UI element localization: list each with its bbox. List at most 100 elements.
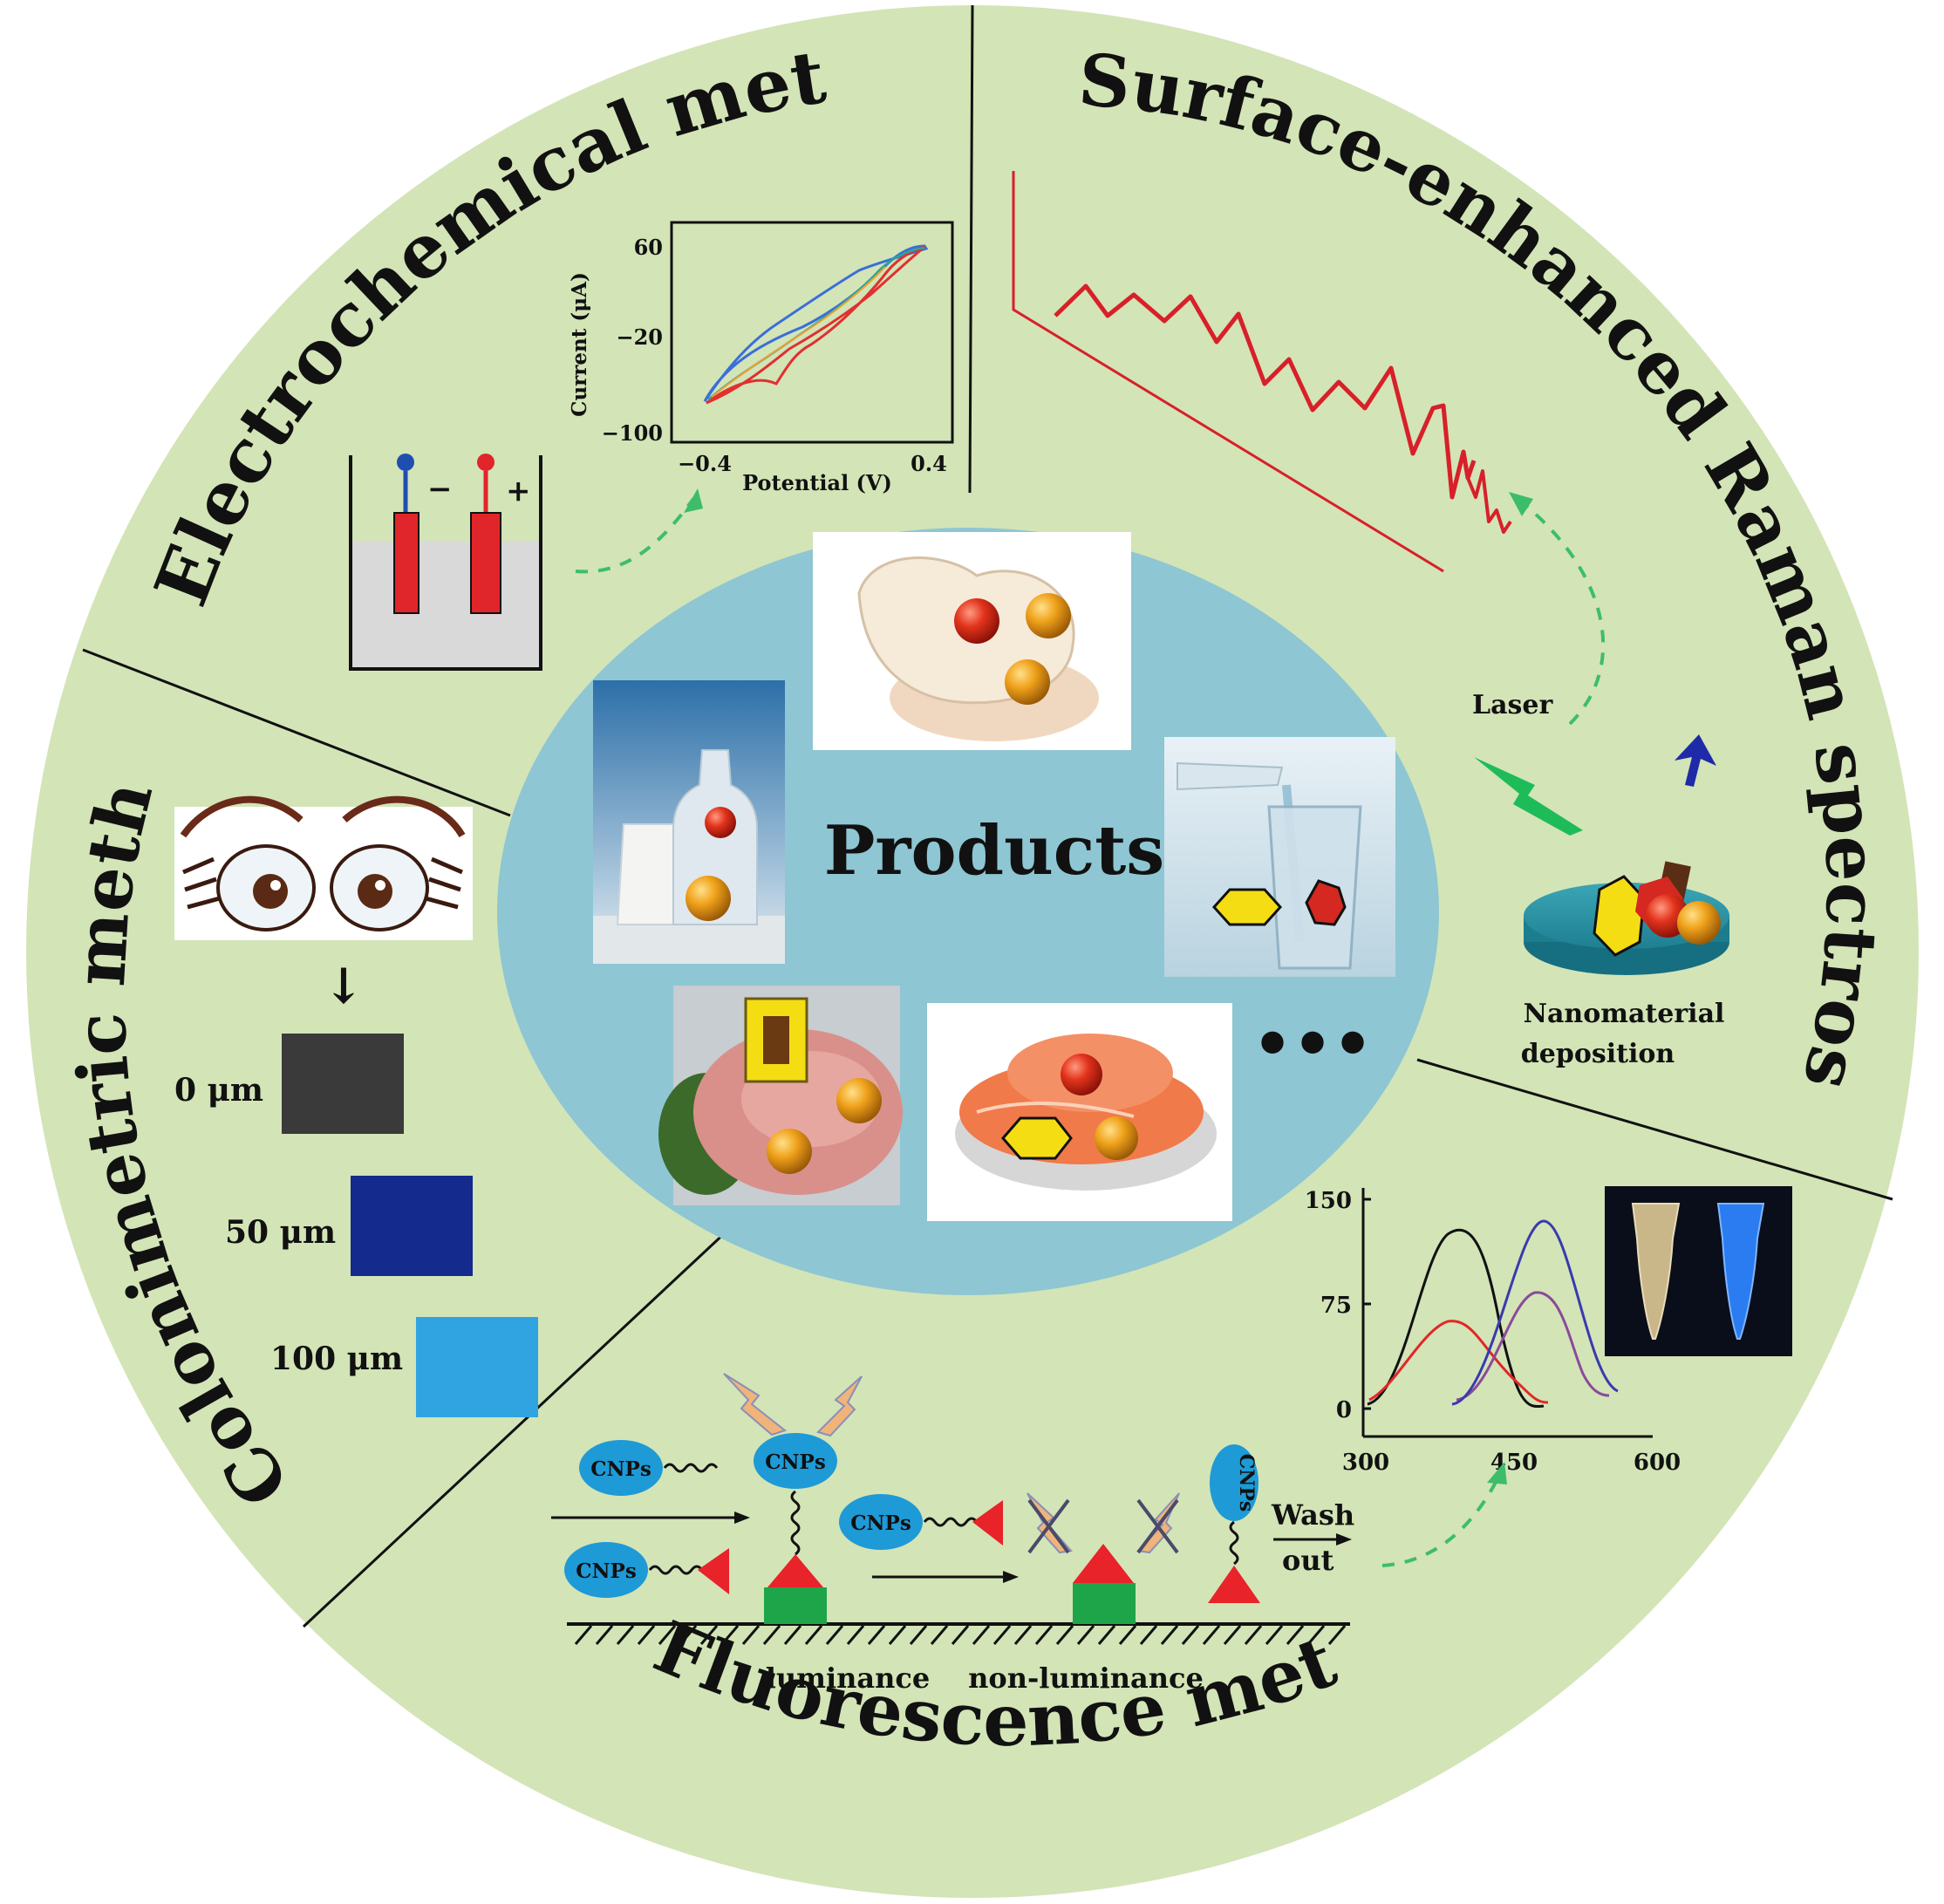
hatch-mark bbox=[762, 1625, 781, 1645]
emission-curve-purple bbox=[1456, 1291, 1610, 1402]
swatch-label-1: 50 μm bbox=[225, 1214, 336, 1251]
fl-ytick-75: 75 bbox=[1320, 1293, 1352, 1319]
aptamer-triangle-1 bbox=[698, 1548, 729, 1594]
cnp-free-1 bbox=[579, 1440, 663, 1496]
cnp-free-1-label: CNPs bbox=[590, 1457, 651, 1481]
aptamer-triangle-bound bbox=[767, 1554, 823, 1587]
dashed-arrow-electro bbox=[575, 497, 695, 574]
hatch-mark bbox=[867, 1625, 886, 1645]
arrowhead-sers bbox=[1509, 492, 1533, 516]
divider-left-upper bbox=[82, 648, 511, 817]
hatch-mark bbox=[1286, 1625, 1305, 1645]
hatch-mark bbox=[972, 1625, 991, 1645]
swatch-label-0: 0 μm bbox=[174, 1072, 263, 1109]
hatch-mark bbox=[1181, 1625, 1200, 1645]
dashed-arrow-sers bbox=[1516, 497, 1606, 726]
fluorescence-spectrum-graph: 150 75 0 300 450 600 bbox=[1305, 1188, 1681, 1476]
dashed-arrow-fluor bbox=[1381, 1473, 1502, 1567]
electrode-negative bbox=[393, 512, 419, 614]
flash-left-icon bbox=[723, 1373, 788, 1437]
cv-ytick-minus20: −20 bbox=[616, 324, 663, 350]
hatch-mark bbox=[616, 1625, 635, 1645]
divider-top bbox=[968, 4, 974, 494]
products-label: Products bbox=[824, 811, 1164, 891]
cv-graph: 60 −20 −100 Current (μA) −0.4 0.4 Potent… bbox=[568, 221, 954, 495]
cv-curve-red bbox=[706, 245, 925, 405]
hatch-mark bbox=[1244, 1625, 1263, 1645]
wash-label-line1: Wash bbox=[1271, 1498, 1354, 1532]
pad-orange-ball-icon bbox=[1677, 901, 1721, 945]
tube-clear-icon bbox=[1631, 1203, 1681, 1340]
eyes-cartoon bbox=[174, 795, 473, 940]
hatch-mark bbox=[1013, 1625, 1033, 1645]
hatch-mark bbox=[930, 1625, 949, 1645]
swatch-label-2: 100 μm bbox=[270, 1341, 403, 1377]
target-block-1 bbox=[764, 1587, 827, 1624]
electrode-negative-terminal bbox=[397, 454, 414, 471]
fl-ytick-0: 0 bbox=[1336, 1397, 1352, 1423]
hatch-mark bbox=[1139, 1625, 1158, 1645]
cv-xlabel: Potential (V) bbox=[742, 470, 892, 495]
flash-crossed-1-icon bbox=[1027, 1492, 1073, 1554]
nanomaterial-pad bbox=[1524, 861, 1729, 975]
hatch-mark bbox=[720, 1625, 740, 1645]
divider-left-lower bbox=[302, 1228, 730, 1628]
substrate-hatching bbox=[574, 1625, 1347, 1645]
cnp-aptamer-2-label: CNPs bbox=[850, 1512, 911, 1535]
cnp-aptamer-1-label: CNPs bbox=[576, 1559, 637, 1583]
hatch-mark bbox=[699, 1625, 719, 1645]
non-luminance-label: non-luminance bbox=[968, 1662, 1204, 1695]
cv-ylabel: Current (μA) bbox=[568, 272, 591, 417]
cv-curve-blue bbox=[703, 244, 929, 402]
hatch-mark bbox=[1202, 1625, 1221, 1645]
hatch-mark bbox=[1034, 1625, 1054, 1645]
aptamer-triangle-2 bbox=[972, 1500, 1003, 1546]
laser-lightning-icon bbox=[1474, 757, 1583, 836]
cnp-vertical bbox=[1210, 1444, 1258, 1521]
hatch-mark bbox=[1223, 1625, 1242, 1645]
deposition-label-line2: deposition bbox=[1521, 1039, 1675, 1069]
hatch-mark bbox=[679, 1625, 698, 1645]
product-milk-photo bbox=[593, 680, 785, 964]
fl-xtick-300: 300 bbox=[1342, 1450, 1389, 1476]
fl-xtick-600: 600 bbox=[1634, 1450, 1681, 1476]
target-triangle-2 bbox=[1073, 1544, 1134, 1583]
cv-ytick-minus100: −100 bbox=[602, 420, 663, 446]
hatch-mark bbox=[658, 1625, 677, 1645]
product-water-photo bbox=[1164, 737, 1395, 977]
target-block-2 bbox=[1073, 1583, 1136, 1624]
arrowhead-fluor bbox=[1487, 1462, 1507, 1484]
hatch-mark bbox=[1097, 1625, 1116, 1645]
electrochemical-cell: − + bbox=[349, 454, 542, 671]
hatch-mark bbox=[1118, 1625, 1137, 1645]
hatch-mark bbox=[741, 1625, 761, 1645]
cnp-aptamer-1 bbox=[564, 1542, 648, 1598]
hatch-mark bbox=[1055, 1625, 1074, 1645]
electrode-plus-sign: + bbox=[506, 474, 531, 508]
hatch-mark bbox=[992, 1625, 1012, 1645]
tube-photo bbox=[1605, 1186, 1792, 1356]
swatch-0 bbox=[282, 1034, 404, 1134]
arrowhead-electro bbox=[684, 488, 703, 513]
hatch-mark bbox=[1076, 1625, 1095, 1645]
raman-spectrum bbox=[1012, 171, 1512, 573]
cnp-vertical-label: CNPs bbox=[1235, 1454, 1258, 1512]
hatch-mark bbox=[888, 1625, 907, 1645]
tube-fluorescent-icon bbox=[1716, 1203, 1765, 1340]
electrode-positive-terminal bbox=[477, 454, 495, 471]
hatch-mark bbox=[1306, 1625, 1326, 1645]
hatch-mark bbox=[804, 1625, 823, 1645]
hatch-mark bbox=[1160, 1625, 1179, 1645]
swatch-2 bbox=[416, 1317, 538, 1417]
electrode-minus-sign: − bbox=[427, 472, 453, 507]
flash-crossed-2-icon bbox=[1136, 1492, 1180, 1554]
hatch-mark bbox=[825, 1625, 844, 1645]
emission-curve-red bbox=[1368, 1320, 1549, 1404]
fl-ytick-150: 150 bbox=[1305, 1188, 1352, 1214]
product-chicken-photo bbox=[813, 532, 1131, 750]
cv-xtick-minus04: −0.4 bbox=[678, 451, 732, 476]
cnp-bound bbox=[754, 1433, 837, 1489]
cv-xtick-04: 0.4 bbox=[911, 451, 947, 476]
